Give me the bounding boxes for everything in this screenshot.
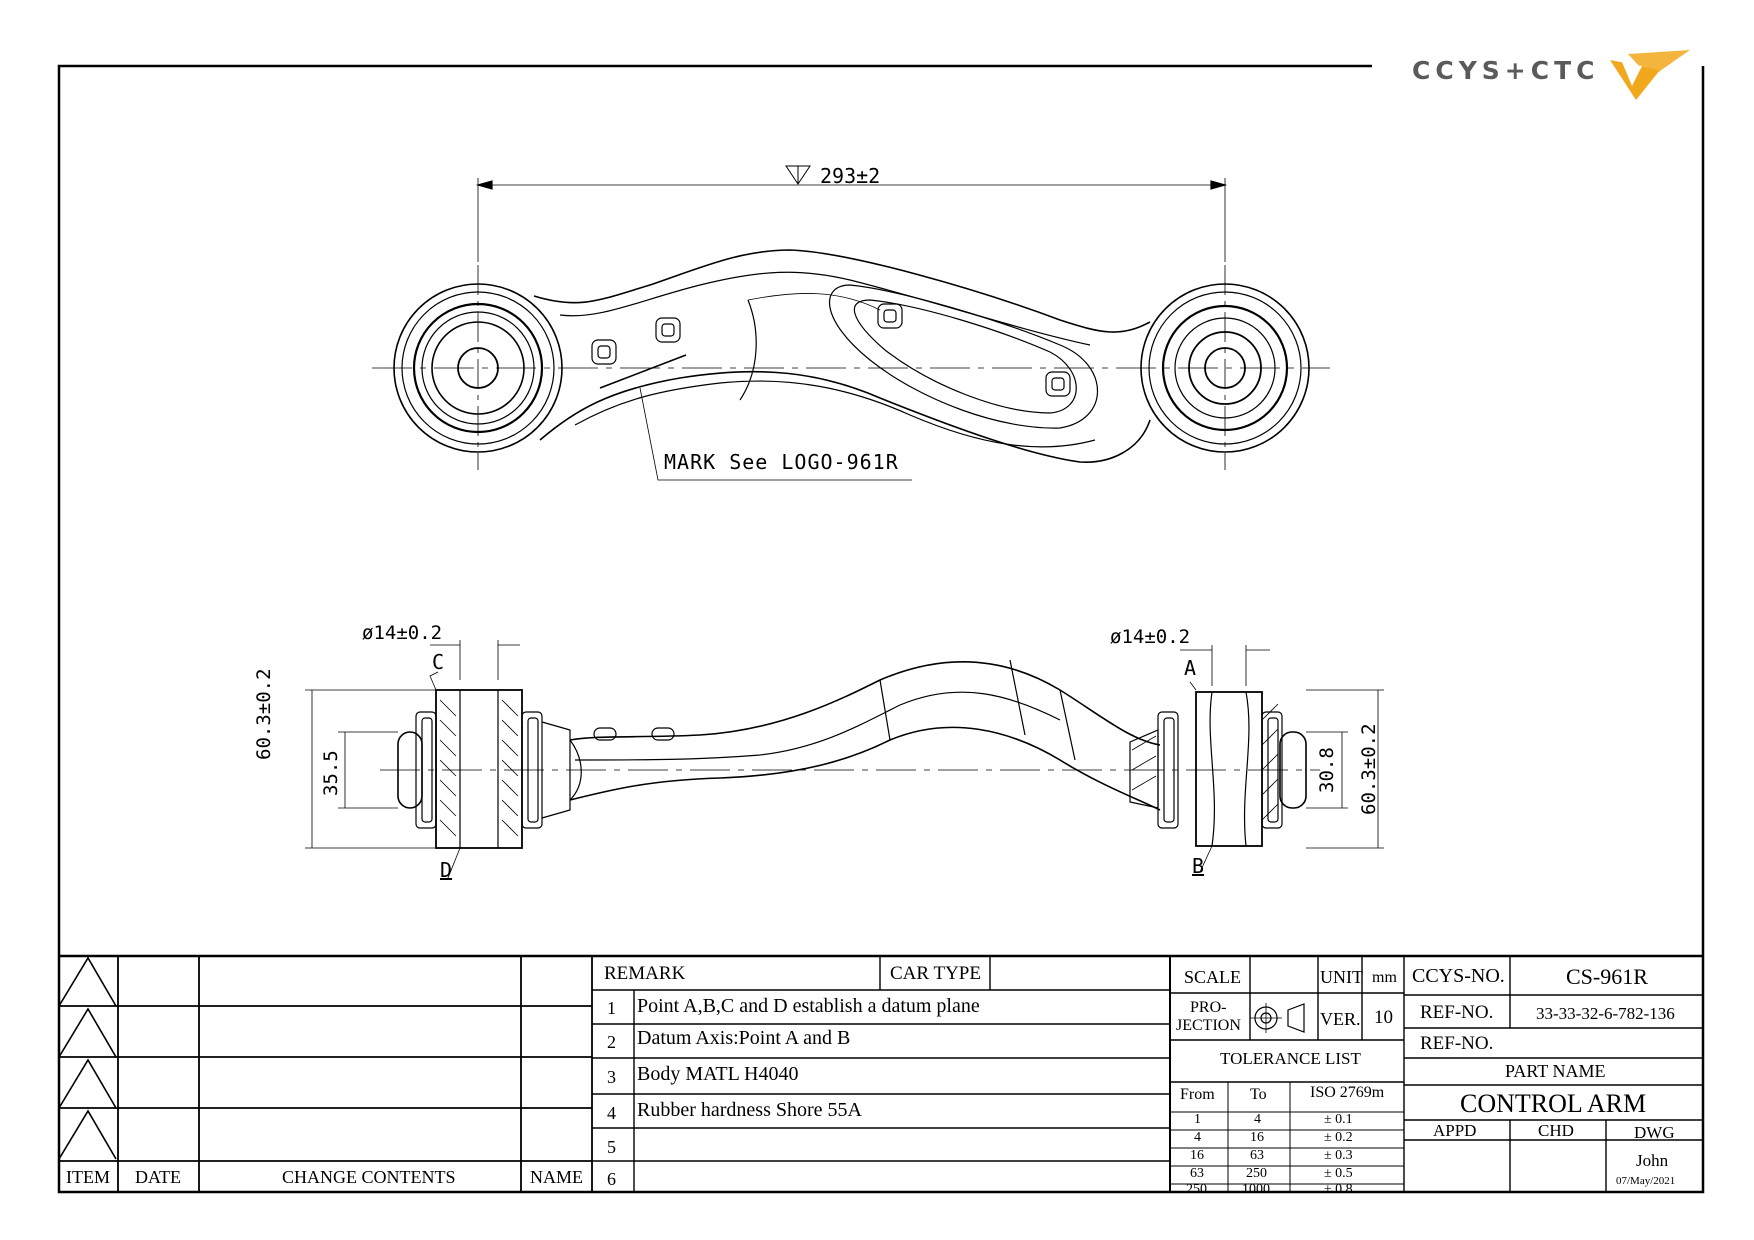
left-bore-diameter: ø14±0.2 — [362, 622, 443, 644]
left-inner-height-dimension: 35.5 — [320, 750, 342, 796]
side-view — [305, 640, 1384, 879]
rev-header-change: CHANGE CONTENTS — [282, 1167, 456, 1187]
unit-value: mm — [1372, 969, 1397, 986]
remark-number: 2 — [607, 1032, 616, 1052]
tol-from: 250 — [1186, 1182, 1207, 1197]
right-outer-height-dimension: 60.3±0.2 — [1358, 723, 1380, 815]
tol-from: 1 — [1194, 1112, 1201, 1127]
datum-d-label: D — [440, 858, 453, 882]
rev-header-item: ITEM — [66, 1167, 110, 1187]
projection-label-line1: PRO- — [1190, 999, 1227, 1016]
drawn-by-name: John — [1636, 1151, 1669, 1170]
tol-value: ± 0.5 — [1324, 1166, 1353, 1181]
ccys-no-value: CS-961R — [1566, 964, 1648, 989]
title-block-grid — [58, 954, 1703, 1192]
datum-b-label: B — [1192, 854, 1205, 878]
part-name-value: CONTROL ARM — [1460, 1089, 1647, 1118]
remark-number: 1 — [607, 998, 616, 1018]
remark-number: 5 — [607, 1137, 616, 1157]
ver-value: 10 — [1374, 1007, 1393, 1028]
rev-header-name: NAME — [530, 1167, 583, 1187]
tol-value: ± 0.1 — [1324, 1112, 1353, 1127]
chd-label: CHD — [1538, 1121, 1574, 1140]
tol-header-from: From — [1180, 1086, 1215, 1103]
ver-label: VER. — [1320, 1009, 1361, 1029]
dwg-label: DWG — [1634, 1123, 1675, 1142]
tol-from: 63 — [1190, 1166, 1204, 1181]
remark-number: 3 — [607, 1067, 616, 1087]
tol-value: ± 0.8 — [1324, 1182, 1353, 1197]
overall-length-dimension: 293±2 — [820, 164, 881, 188]
top-view — [372, 165, 1330, 481]
remark-number: 4 — [607, 1103, 616, 1123]
tol-to: 4 — [1254, 1112, 1261, 1127]
projection-label-line2: JECTION — [1176, 1017, 1241, 1034]
tol-value: ± 0.2 — [1324, 1130, 1353, 1145]
scale-label: SCALE — [1184, 967, 1242, 987]
right-inner-height-dimension: 30.8 — [1316, 747, 1338, 793]
appd-label: APPD — [1433, 1121, 1477, 1140]
remark-text: Point A,B,C and D establish a datum plan… — [637, 995, 980, 1017]
part-name-label: PART NAME — [1505, 1061, 1606, 1081]
remark-header: REMARK — [604, 963, 686, 984]
ref-no2-label: REF-NO. — [1420, 1033, 1494, 1054]
tol-header-to: To — [1250, 1086, 1267, 1103]
datum-c-label: C — [432, 650, 445, 674]
right-bore-diameter: ø14±0.2 — [1110, 626, 1191, 648]
tol-to: 1000 — [1242, 1182, 1270, 1197]
drawn-date: 07/May/2021 — [1616, 1175, 1676, 1187]
mark-note: MARK See LOGO-961R — [664, 450, 899, 474]
tol-header-std: ISO 2769m — [1310, 1084, 1385, 1101]
tol-to: 16 — [1250, 1130, 1264, 1145]
tol-from: 16 — [1190, 1148, 1204, 1163]
datum-a-label: A — [1184, 656, 1197, 680]
tol-to: 63 — [1250, 1148, 1264, 1163]
tol-value: ± 0.3 — [1324, 1148, 1353, 1163]
brand-logo-mark — [1610, 50, 1690, 100]
ccys-no-label: CCYS-NO. — [1412, 965, 1505, 987]
brand-logo-text: CCYS+CTC — [1412, 56, 1600, 85]
sheet-border — [57, 64, 1705, 1194]
tol-to: 250 — [1246, 1166, 1267, 1181]
tol-from: 4 — [1194, 1130, 1201, 1145]
remark-number: 6 — [607, 1169, 616, 1189]
left-outer-height-dimension: 60.3±0.2 — [253, 668, 275, 760]
rev-header-date: DATE — [135, 1167, 181, 1187]
unit-label: UNIT — [1320, 967, 1363, 987]
car-type-label: CAR TYPE — [890, 963, 981, 984]
remark-text: Datum Axis:Point A and B — [637, 1027, 851, 1049]
remark-text: Rubber hardness Shore 55A — [637, 1099, 862, 1121]
ref-no-value: 33-33-32-6-782-136 — [1536, 1004, 1675, 1023]
ref-no-label: REF-NO. — [1420, 1002, 1494, 1023]
remark-text: Body MATL H4040 — [637, 1063, 799, 1085]
tolerance-title: TOLERANCE LIST — [1220, 1049, 1361, 1068]
